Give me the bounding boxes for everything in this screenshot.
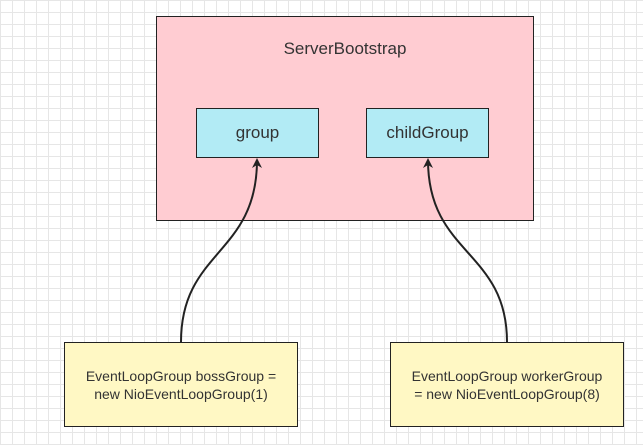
boss-group-node[interactable]: EventLoopGroup bossGroup = new NioEventL… — [64, 342, 298, 427]
server-bootstrap-title: ServerBootstrap — [283, 39, 407, 58]
group-node[interactable]: group — [196, 108, 319, 158]
boss-group-label: EventLoopGroup bossGroup = new NioEventL… — [85, 367, 277, 402]
child-group-label: childGroup — [386, 123, 469, 142]
boss-to-group-arrow[interactable] — [180, 158, 262, 343]
worker-group-node[interactable]: EventLoopGroup workerGroup = new NioEven… — [390, 342, 624, 427]
worker-group-label: EventLoopGroup workerGroup = new NioEven… — [411, 367, 603, 402]
group-label: group — [235, 123, 280, 142]
child-group-node[interactable]: childGroup — [366, 108, 489, 158]
worker-to-child-group-arrow[interactable] — [423, 158, 508, 343]
